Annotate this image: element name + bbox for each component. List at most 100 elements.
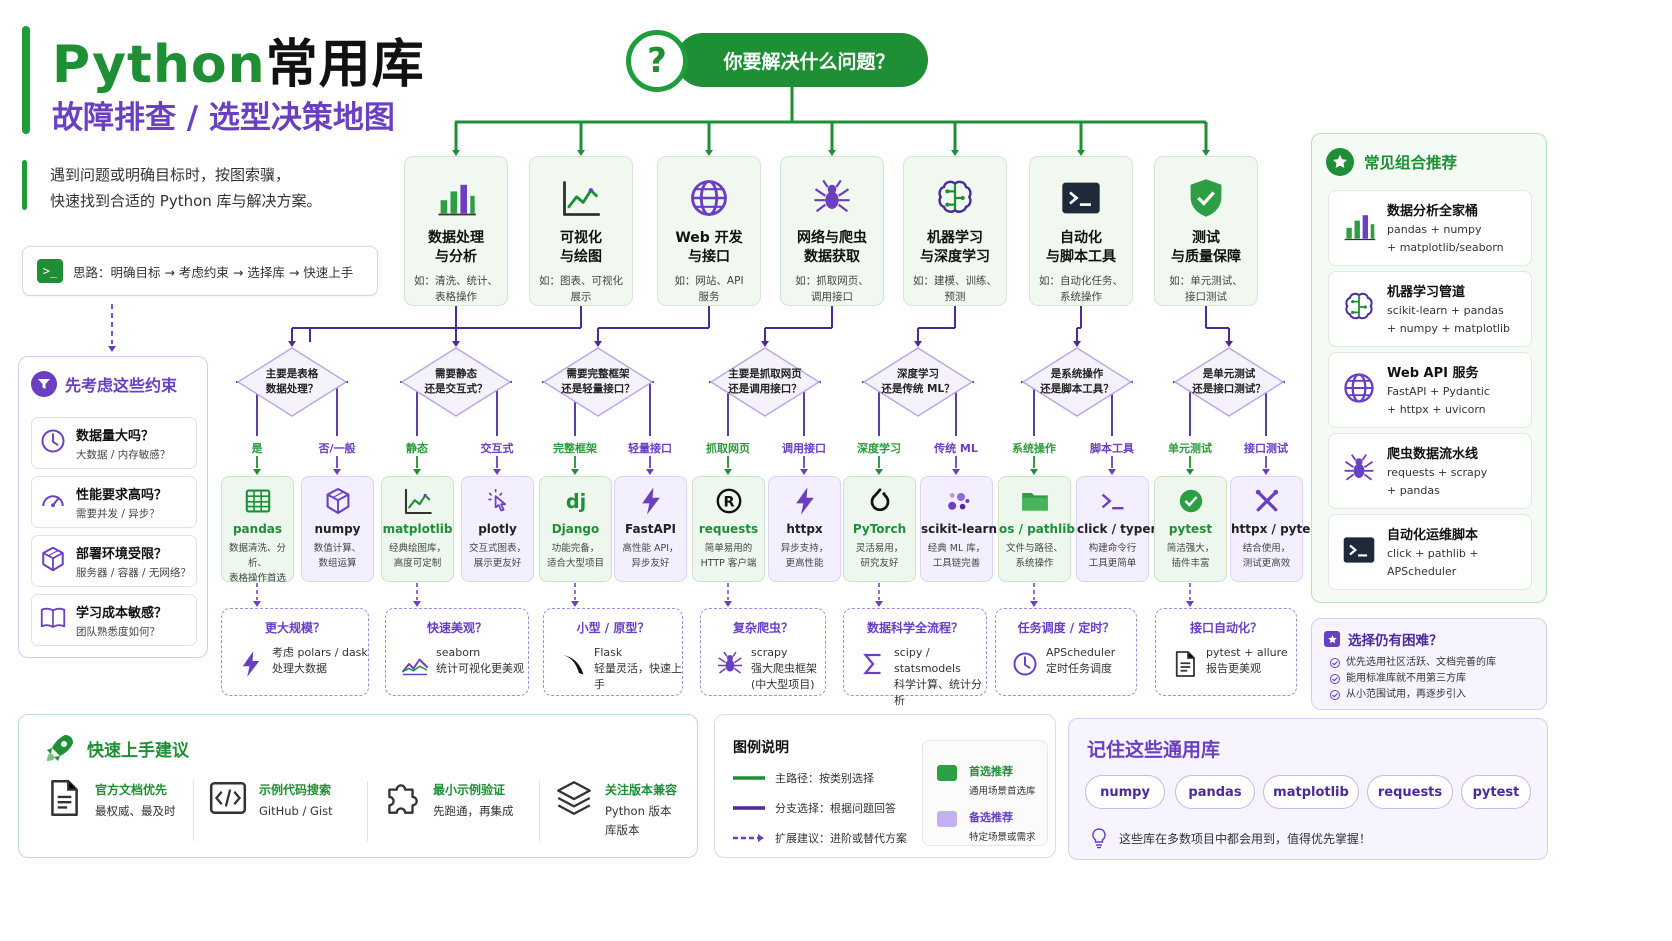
- help-item: 能用标准库就不用第三方库: [1330, 671, 1496, 687]
- category-name: 可视化 与绘图: [560, 230, 602, 265]
- crossed-tools-icon: [1231, 481, 1302, 521]
- combo-title: 数据分析全家桶: [1387, 203, 1479, 219]
- extension-box[interactable]: 任务调度 / 定时？APScheduler 定时任务调度: [995, 608, 1137, 696]
- combo-title: Web API 服务: [1387, 365, 1479, 381]
- help-text: 优先选用社区活跃、文档完善的库: [1346, 657, 1496, 668]
- help-text: 能用标准库就不用第三方库: [1346, 673, 1466, 684]
- decision-question: 是单元测试 还是接口测试？: [1192, 368, 1266, 395]
- extension-arrow: [1030, 601, 1038, 607]
- quickstart-tip: 最小示例验证先跑通，再集成: [381, 777, 514, 823]
- help-panel: 选择仍有困难？ 优先选用社区活跃、文档完善的库能用标准库就不用第三方库从小范围试…: [1311, 618, 1547, 710]
- library-name: pytest: [1168, 522, 1213, 536]
- legend-branch-label: 分支选择：根据问题回答: [775, 802, 896, 815]
- library-chip[interactable]: requests: [1367, 775, 1453, 809]
- terminal-icon: [1341, 532, 1377, 572]
- lib-arrow: [800, 469, 808, 475]
- extension-arrow: [413, 601, 421, 607]
- category-card[interactable]: 数据处理 与分析如：清洗、统计、 表格操作: [404, 156, 508, 306]
- constraint-title: 性能要求高吗？: [76, 487, 168, 503]
- decision-node: 深度学习 还是传统 ML？: [862, 346, 974, 418]
- divider: [367, 781, 368, 841]
- category-card[interactable]: 可视化 与绘图如：图表、可视化 展示: [529, 156, 633, 306]
- help-title: 选择仍有困难？: [1348, 633, 1443, 649]
- combo-title: 爬虫数据流水线: [1387, 446, 1479, 462]
- extension-box[interactable]: 小型 / 原型？Flask 轻量灵活，快速上手: [543, 608, 683, 696]
- lib-arrow: [413, 469, 421, 475]
- extension-box[interactable]: 数据科学全流程？scipy / statsmodels 科学计算、统计分析: [843, 608, 987, 707]
- title-python: Python: [52, 35, 266, 95]
- category-card[interactable]: 测试 与质量保障如：单元测试、 接口测试: [1154, 156, 1258, 306]
- star-badge-icon: [1326, 148, 1354, 176]
- quickstart-title: 快速上手建议: [87, 740, 189, 761]
- category-name: 自动化 与脚本工具: [1046, 230, 1116, 265]
- category-name: 数据处理 与分析: [428, 230, 484, 265]
- library-chip[interactable]: matplotlib: [1263, 775, 1359, 809]
- extension-arrow: [253, 601, 261, 607]
- category-card[interactable]: 自动化 与脚本工具如：自动化任务、 系统操作: [1029, 156, 1133, 306]
- category-example: 如：自动化任务、 系统操作: [1039, 275, 1123, 303]
- extension-question: 任务调度 / 定时？: [1017, 621, 1115, 635]
- constraint-item: 部署环境受限？服务器 / 容器 / 无网络？: [31, 535, 197, 587]
- legend-main-label: 主路径：按类别选择: [775, 772, 874, 785]
- title-accent-bar: [22, 26, 30, 134]
- alt-title: 备选推荐: [969, 811, 1013, 824]
- extension-body: 考虑 polars / dask 处理大数据: [272, 646, 368, 675]
- branch-label-yes: 单元测试: [1168, 442, 1212, 455]
- category-card[interactable]: 网络与爬虫 数据获取如：抓取网页、 调用接口: [780, 156, 884, 306]
- approach-tip-text: 思路：明确目标 → 考虑约束 → 选择库 → 快速上手: [73, 264, 354, 280]
- extension-box[interactable]: 快速美观？seaborn 统计可视化更美观: [385, 608, 529, 696]
- check-icon: [1330, 690, 1340, 700]
- globe-icon: [1341, 370, 1377, 410]
- extension-box[interactable]: 更大规模？考虑 polars / dask 处理大数据: [221, 608, 369, 696]
- library-name: click / typer: [1077, 522, 1157, 536]
- rocket-icon: [47, 735, 73, 761]
- primary-swatch: [937, 765, 957, 781]
- extension-box[interactable]: 接口自动化？pytest + allure 报告更美观: [1155, 608, 1297, 696]
- extension-box[interactable]: 复杂爬虫？scrapy 强大爬虫框架 (中大型项目): [700, 608, 826, 696]
- quickstart-tip-title: 示例代码搜索: [259, 783, 332, 797]
- library-chip[interactable]: numpy: [1085, 775, 1165, 809]
- library-chip[interactable]: pandas: [1175, 775, 1255, 809]
- spider-icon: [1341, 451, 1377, 491]
- shield-check-icon: [1155, 167, 1257, 229]
- branch-label-no: 调用接口: [782, 442, 826, 455]
- library-chip[interactable]: pytest: [1461, 775, 1531, 809]
- constraint-sub: 大数据 / 内存敏感？: [76, 448, 171, 461]
- table-grid-icon: [222, 481, 293, 521]
- lib-arrow: [1108, 469, 1116, 475]
- category-card[interactable]: Web 开发 与接口如：网站、API 服务: [657, 156, 761, 306]
- line-chart-icon: [382, 481, 453, 521]
- branch-label-yes: 是: [251, 442, 263, 455]
- cube-icon: [302, 481, 373, 521]
- library-name: plotly: [478, 522, 517, 536]
- category-card[interactable]: 机器学习 与深度学习如：建模、训练、 预测: [903, 156, 1007, 306]
- branch-label-no: 接口测试: [1244, 442, 1288, 455]
- decision-question: 主要是抓取网页 还是调用接口？: [728, 368, 802, 395]
- library-desc: 经典绘图库， 高度可定制: [388, 543, 446, 569]
- cube-icon: [38, 544, 68, 578]
- category-example: 如：建模、训练、 预测: [913, 275, 997, 303]
- help-header: 选择仍有困难？: [1324, 629, 1443, 649]
- category-name: 测试 与质量保障: [1171, 230, 1241, 265]
- library-desc: 文件与路径、 系统操作: [1005, 543, 1063, 569]
- decision-question: 深度学习 还是传统 ML？: [881, 368, 955, 395]
